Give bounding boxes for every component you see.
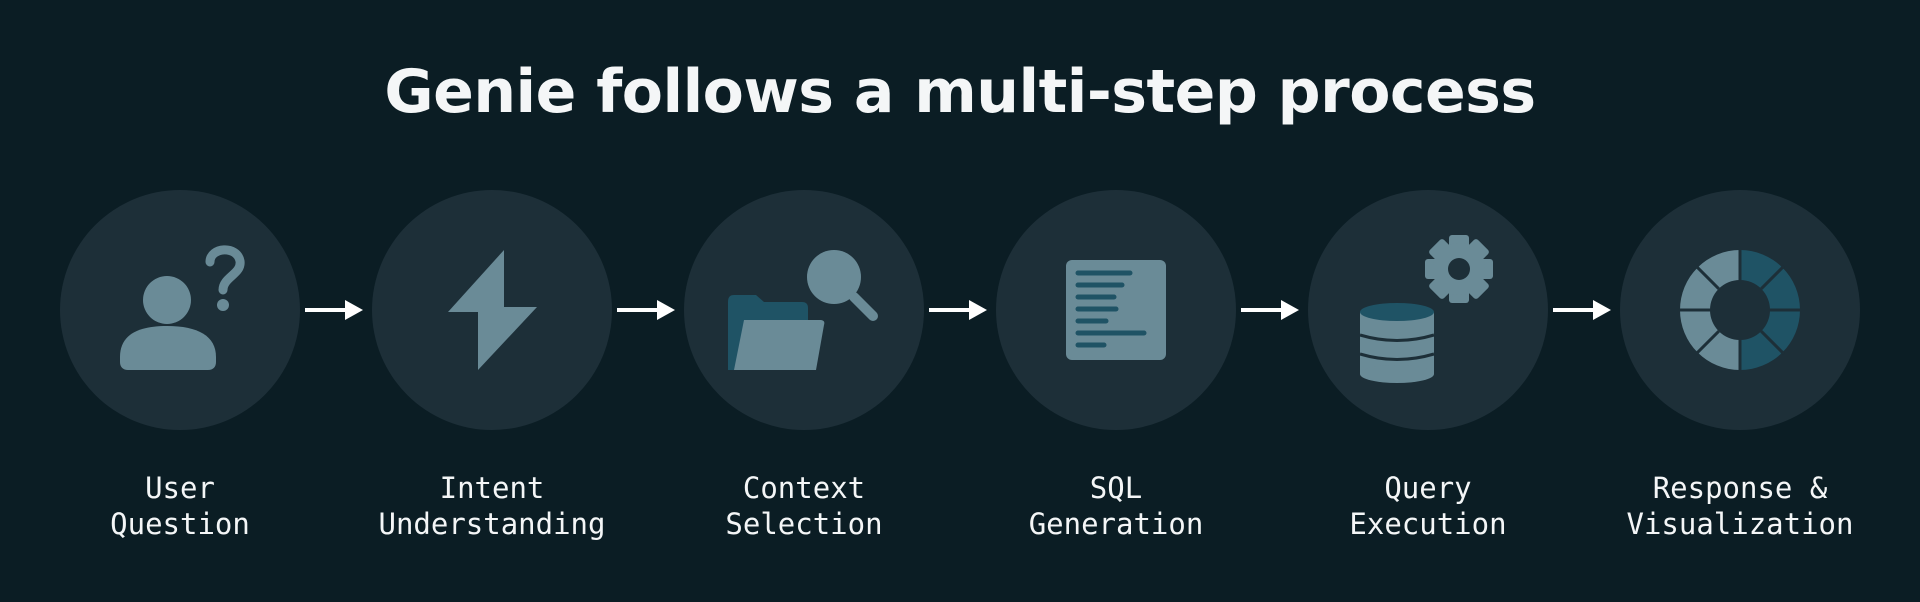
arrow-right-icon	[617, 300, 675, 320]
step-circle	[372, 190, 612, 430]
step-label: User Question	[20, 470, 340, 542]
step-circle	[996, 190, 1236, 430]
step-label-line1: Context	[742, 471, 866, 505]
arrow-right-icon	[929, 300, 987, 320]
step-circle	[60, 190, 300, 430]
step-label-line1: Intent	[439, 471, 545, 505]
step-label: Query Execution	[1268, 470, 1588, 542]
donut-chart-icon	[1678, 248, 1802, 372]
step-label-line2: Selection	[725, 507, 883, 541]
step-label-line2: Understanding	[378, 507, 606, 541]
step-label: Context Selection	[644, 470, 964, 542]
step-label-line2: Execution	[1349, 507, 1507, 541]
step-response-visualization: Response & Visualization	[1620, 190, 1860, 541]
document-icon	[1066, 260, 1166, 360]
folder-search-icon	[728, 250, 878, 370]
step-label: Intent Understanding	[332, 470, 652, 542]
step-user-question: User Question	[60, 190, 300, 541]
step-circle	[1308, 190, 1548, 430]
arrow-right-icon	[1241, 300, 1299, 320]
page-title: Genie follows a multi-step process	[384, 57, 1536, 127]
step-circle	[1620, 190, 1860, 430]
step-query-execution: Query Execution	[1308, 190, 1548, 541]
step-label-line1: User	[145, 471, 215, 505]
step-label-line2: Question	[110, 507, 250, 541]
database-gear-icon	[1359, 235, 1493, 383]
step-label-line2: Visualization	[1626, 507, 1854, 541]
step-context-selection: Context Selection	[684, 190, 924, 541]
step-label-line1: SQL	[1089, 471, 1143, 505]
step-label: Response & Visualization	[1580, 470, 1900, 542]
step-label-line1: Response &	[1652, 471, 1828, 505]
step-label-line1: Query	[1384, 471, 1472, 505]
arrow-right-icon	[1553, 300, 1611, 320]
step-sql-generation: SQL Generation	[996, 190, 1236, 541]
arrow-right-icon	[305, 300, 363, 320]
step-label-line2: Generation	[1028, 507, 1204, 541]
step-circle	[684, 190, 924, 430]
step-intent-understanding: Intent Understanding	[372, 190, 612, 541]
user-question-icon	[120, 245, 245, 370]
lightning-bolt-icon	[448, 250, 537, 370]
step-label: SQL Generation	[956, 470, 1276, 542]
